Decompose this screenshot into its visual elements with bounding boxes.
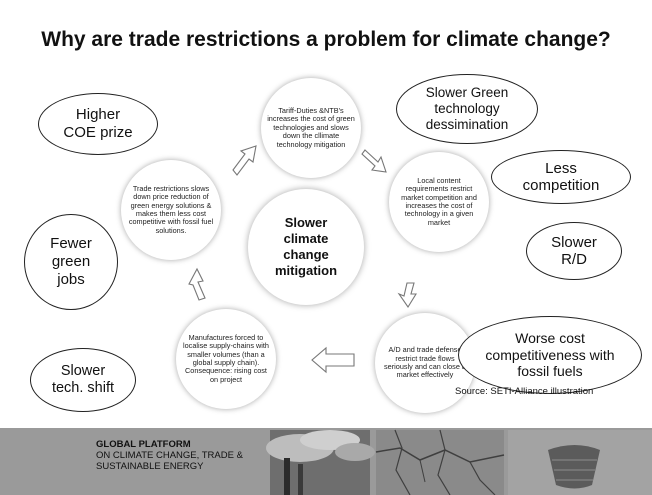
- footer-platform-text: GLOBAL PLATFORM ON CLIMATE CHANGE, TRADE…: [96, 439, 243, 473]
- arrow-icon-left: [188, 267, 206, 301]
- arrow-icon-top-left: [232, 145, 257, 176]
- cycle-step-tariffs: Tariff-Duties &NTB’s increases the cost …: [261, 78, 361, 178]
- oval-higher-coe-text: Higher COE prize: [63, 106, 133, 141]
- page-title: Why are trade restrictions a problem for…: [41, 28, 611, 51]
- footer-line3: SUSTAINABLE ENERGY: [96, 460, 204, 472]
- cycle-step-price-reduction: Trade restrictions slows down price redu…: [121, 160, 221, 260]
- center-slower-mitigation: Slower climate change mitigation: [248, 189, 364, 305]
- arrow-icon-top-right: [361, 149, 387, 173]
- cracked-earth-photo: [375, 429, 505, 495]
- oval-higher-coe: Higher COE prize: [38, 93, 158, 155]
- cycle-step-tariffs-text: Tariff-Duties &NTB’s increases the cost …: [267, 106, 355, 149]
- oval-fewer-jobs-text: Fewer green jobs: [50, 235, 92, 288]
- footer-line1: GLOBAL PLATFORM: [96, 439, 191, 450]
- center-slower-mitigation-text: Slower climate change mitigation: [274, 214, 338, 279]
- arrow-icon-bottom: [311, 346, 355, 374]
- factory-smoke-photo: [266, 430, 375, 495]
- oval-slower-rd-text: Slower R/D: [551, 233, 597, 268]
- woven-basket-photo: [508, 430, 652, 495]
- cycle-step-localise-supply-text: Manufactures forced to localise supply-c…: [183, 332, 269, 384]
- oval-worse-cost: Worse cost competitiveness with fossil f…: [458, 316, 642, 394]
- cycle-step-price-reduction-text: Trade restrictions slows down price redu…: [128, 183, 214, 235]
- oval-fewer-jobs: Fewer green jobs: [24, 214, 118, 310]
- oval-slower-shift-text: Slower tech. shift: [51, 362, 115, 396]
- oval-slower-rd: Slower R/D: [526, 222, 622, 280]
- cycle-step-ad-trade-defense-text: A/D and trade defense restrict trade flo…: [384, 345, 466, 380]
- footer-line2: ON CLIMATE CHANGE, TRADE &: [96, 449, 243, 461]
- arrow-icon-right: [397, 282, 417, 309]
- source-caption: Source: SETI-Alliance illustration: [455, 386, 594, 397]
- oval-less-competition: Less competition: [491, 150, 631, 204]
- cycle-step-ad-trade-defense: A/D and trade defense restrict trade flo…: [375, 313, 475, 413]
- oval-less-competition-text: Less competition: [522, 159, 600, 194]
- oval-slower-green-tech: Slower Green technology dessimination: [396, 74, 538, 144]
- cycle-step-localise-supply: Manufactures forced to localise supply-c…: [176, 309, 276, 409]
- cycle-step-local-content-text: Local content requirements restrict mark…: [401, 175, 477, 227]
- cycle-step-local-content: Local content requirements restrict mark…: [389, 152, 489, 252]
- oval-slower-green-tech-text: Slower Green technology dessimination: [425, 84, 509, 133]
- oval-slower-shift: Slower tech. shift: [30, 348, 136, 412]
- oval-worse-cost-text: Worse cost competitiveness with fossil f…: [485, 329, 615, 380]
